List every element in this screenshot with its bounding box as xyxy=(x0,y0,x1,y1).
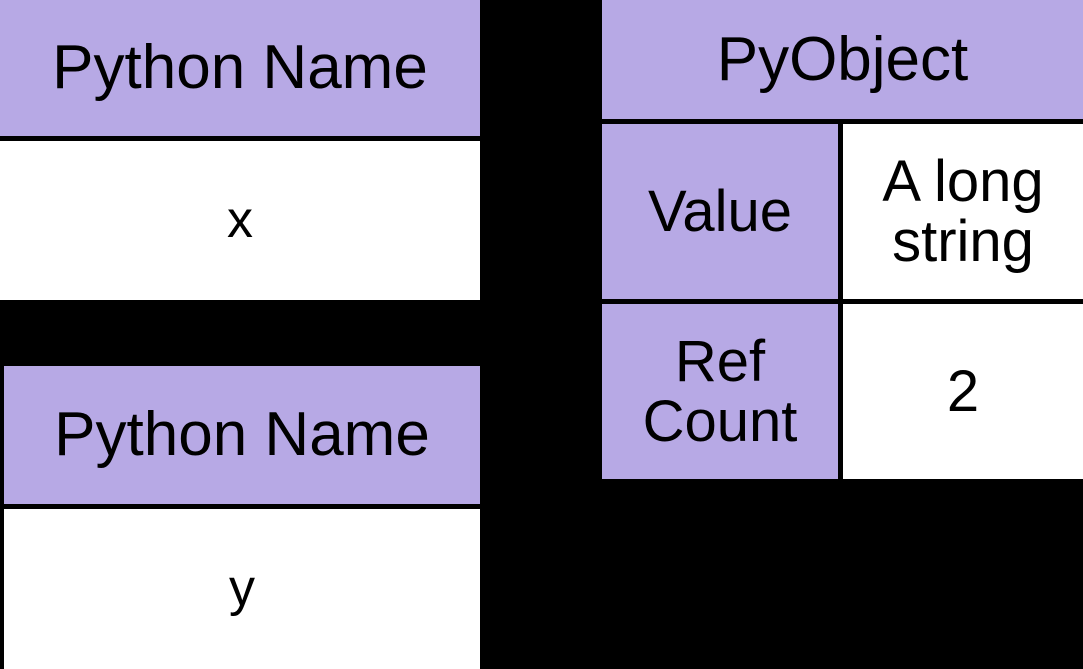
python-name-box-x: Python Name x xyxy=(0,0,480,300)
pyobject-row-value-refcount: 2 xyxy=(843,304,1083,479)
pyobject-row-value-value: A long string xyxy=(843,124,1083,299)
pyobject-row-key-value: Value xyxy=(602,124,838,299)
python-name-box-y: Python Name y xyxy=(0,366,480,669)
python-name-header-y: Python Name xyxy=(4,366,480,504)
pyobject-table: PyObject Value A long string Ref Count 2 xyxy=(602,0,1083,479)
python-name-header-x: Python Name xyxy=(0,0,480,136)
python-name-value-y: y xyxy=(4,509,480,669)
pyobject-row-key-refcount: Ref Count xyxy=(602,304,838,479)
pyobject-title: PyObject xyxy=(602,0,1083,119)
python-name-value-x: x xyxy=(0,141,480,300)
